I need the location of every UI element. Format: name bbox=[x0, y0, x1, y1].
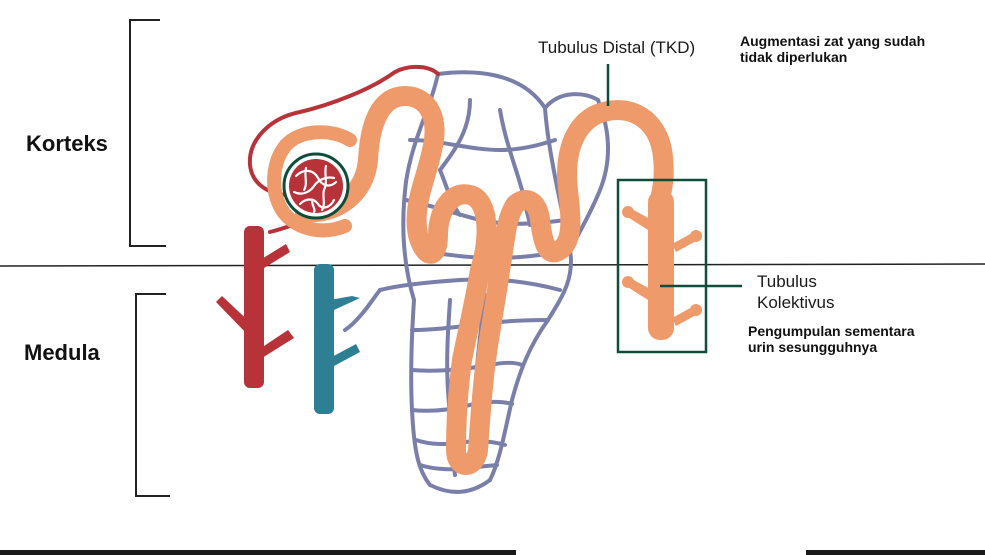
collecting-duct bbox=[622, 190, 702, 340]
collecting-tubule-line2: Kolektivus bbox=[757, 293, 835, 312]
renal-vein bbox=[314, 264, 360, 414]
collecting-function-line2: urin sesungguhnya bbox=[748, 339, 878, 355]
distal-tubule-function: Augmentasi zat yang sudah tidak diperluk… bbox=[740, 33, 925, 65]
collecting-tubule-line1: Tubulus bbox=[757, 272, 817, 291]
distal-tubule-abbreviation: (TKD) bbox=[649, 38, 696, 57]
collecting-tubule-function: Pengumpulan sementara urin sesungguhnya bbox=[748, 323, 915, 355]
distal-tubule-label: Tubulus Distal (TKD) bbox=[538, 38, 695, 58]
collecting-duct-highlight-box bbox=[616, 178, 708, 354]
collecting-tubule-label: Tubulus Kolektivus bbox=[757, 271, 834, 313]
distal-tubule-function-line1: Augmentasi zat yang sudah bbox=[740, 33, 926, 49]
glomerulus bbox=[282, 152, 350, 220]
renal-tubule bbox=[295, 86, 674, 475]
distal-tubule-name: Tubulus Distal bbox=[538, 38, 646, 57]
medulla-bracket bbox=[135, 293, 170, 497]
cortex-bracket bbox=[129, 19, 166, 247]
renal-artery bbox=[216, 226, 294, 388]
collecting-function-line1: Pengumpulan sementara bbox=[748, 323, 915, 339]
bottom-border-gap bbox=[516, 550, 806, 555]
distal-tubule-function-line2: tidak diperlukan bbox=[740, 49, 848, 65]
bottom-border bbox=[0, 550, 985, 555]
medulla-label: Medula bbox=[24, 340, 100, 365]
bowmans-capsule bbox=[267, 125, 357, 238]
cortex-label: Korteks bbox=[26, 131, 108, 156]
